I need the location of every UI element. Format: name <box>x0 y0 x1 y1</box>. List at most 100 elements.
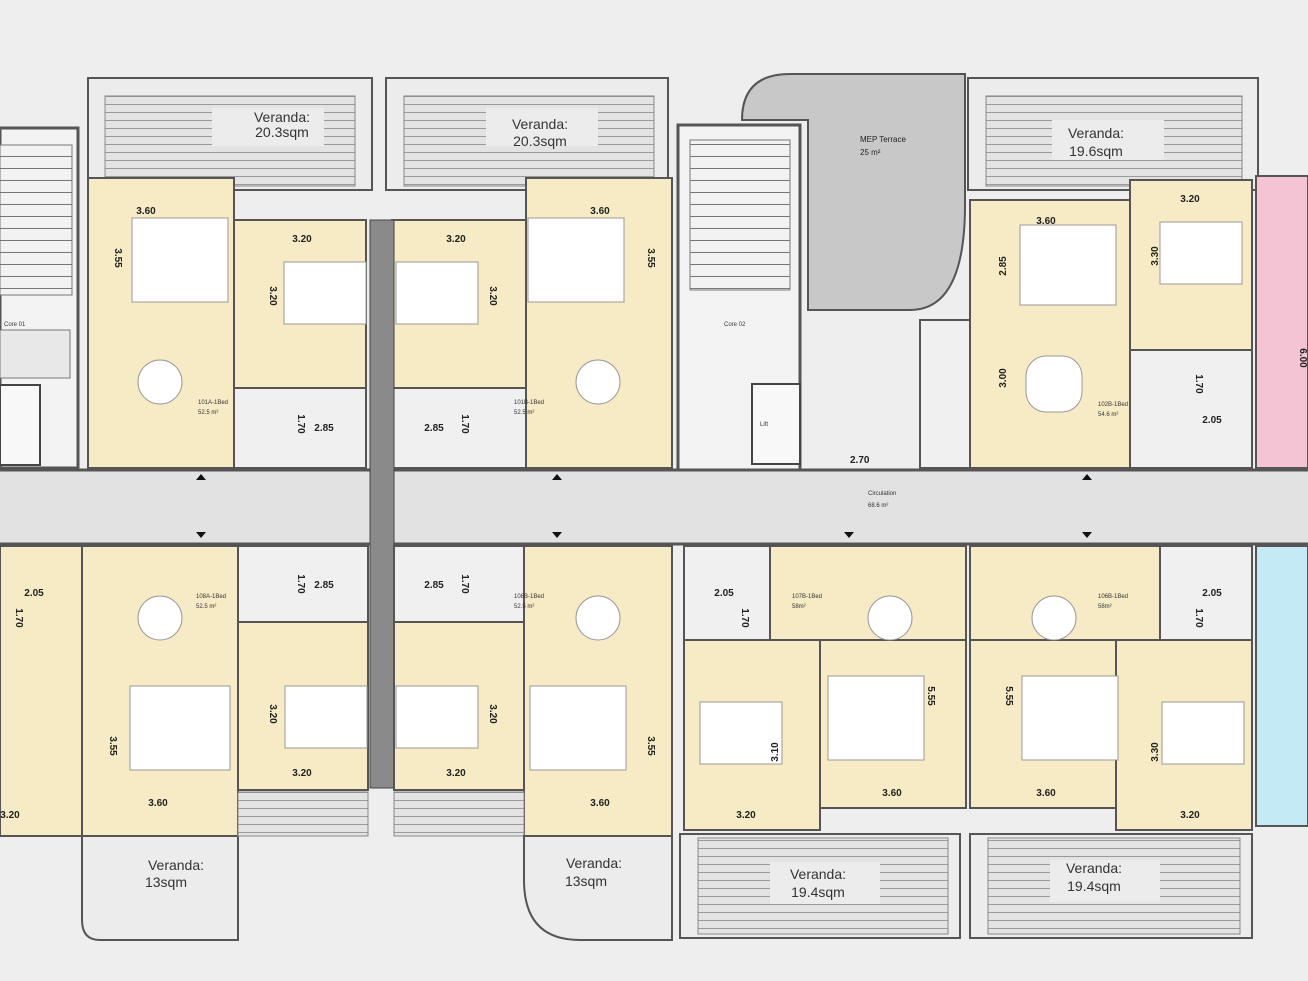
lift-label: Lift <box>760 422 768 428</box>
dim-label: 3.10 <box>770 742 781 762</box>
dim-label: 3.20 <box>446 768 466 779</box>
veranda-v6-area: 19.4sqm <box>791 884 845 900</box>
dim-label: 1.70 <box>1193 374 1204 394</box>
dim-label: 3.60 <box>590 206 610 217</box>
dim-label: 3.55 <box>645 248 656 268</box>
dim-label: 3.20 <box>1180 194 1200 205</box>
entry-arrow-icon <box>844 532 854 538</box>
veranda-v4-ext <box>237 791 369 837</box>
veranda-v6 <box>679 833 961 939</box>
veranda-v3-title: Veranda: <box>1068 125 1124 141</box>
unit-101a-name: 101A-1Bed <box>198 400 228 406</box>
dim-label: 3.20 <box>446 234 466 245</box>
veranda-v5-title: Veranda: <box>566 855 622 871</box>
veranda-v5-ext <box>393 791 525 837</box>
dim-label: 3.60 <box>148 798 168 809</box>
dim-label: 3.20 <box>1180 810 1200 821</box>
mep-terrace-title: MEP Terrace <box>860 135 906 144</box>
unit-101a-area: 52.5 m² <box>198 410 218 416</box>
dim-label: 3.55 <box>107 736 118 756</box>
unit-107b <box>683 545 967 831</box>
dim-label: 3.30 <box>1150 742 1161 762</box>
dim-label: 3.55 <box>645 736 656 756</box>
veranda-v2-area: 20.3sqm <box>513 133 567 149</box>
veranda-v3-area: 19.6sqm <box>1069 143 1123 159</box>
circulation-area: 68.6 m² <box>868 503 888 509</box>
entry-arrow-icon <box>1082 532 1092 538</box>
veranda-v6-title: Veranda: <box>790 866 846 882</box>
dim-label: 3.60 <box>590 798 610 809</box>
core-02-label: Core 02 <box>724 322 746 328</box>
veranda-v3 <box>967 77 1259 191</box>
dim-label: 1.70 <box>295 414 306 434</box>
dim-label: 3.60 <box>1036 788 1056 799</box>
dim-label: 3.60 <box>882 788 902 799</box>
dim-label: 3.20 <box>0 810 20 821</box>
dim-label: 3.30 <box>1150 246 1161 266</box>
dim-label: 3.00 <box>998 368 1009 388</box>
dim-label: 5.55 <box>1003 686 1014 706</box>
dim-label: 3.20 <box>736 810 756 821</box>
veranda-v1-title: Veranda: <box>254 109 310 125</box>
veranda-v4-area: 13sqm <box>145 874 187 890</box>
dim-label: 6.00 <box>1297 348 1308 368</box>
veranda-v1 <box>87 77 373 191</box>
dim-label: 1.70 <box>459 574 470 594</box>
unit-102b-area: 54.6 m² <box>1098 412 1118 418</box>
core-01 <box>0 126 80 470</box>
unit-101b-area: 52.5 m² <box>514 410 534 416</box>
mep-terrace <box>740 73 966 311</box>
unit-108a-name: 108A-1Bed <box>196 594 226 600</box>
core-01-label: Core 01 <box>4 322 26 328</box>
unit-101b-name: 101B-1Bed <box>514 400 544 406</box>
veranda-v7-area: 19.4sqm <box>1067 878 1121 894</box>
entry-arrow-icon <box>1082 474 1092 480</box>
veranda-v2 <box>385 77 669 191</box>
dim-label: 3.20 <box>487 704 498 724</box>
entry-arrow-icon <box>196 474 206 480</box>
entry-arrow-icon <box>552 532 562 538</box>
unit-108a-area: 52.5 m² <box>196 604 216 610</box>
dim-label: 2.05 <box>1202 415 1222 426</box>
dim-label: 1.70 <box>295 574 306 594</box>
unit-101a <box>87 177 367 469</box>
dim-label: 3.60 <box>1036 216 1056 227</box>
dim-label: 1.70 <box>13 608 24 628</box>
dim-label: 3.20 <box>292 768 312 779</box>
dim-label: 2.05 <box>1202 588 1222 599</box>
dim-label: 3.55 <box>112 248 123 268</box>
unit-102b-name: 102B-1Bed <box>1098 402 1128 408</box>
dim-label: 1.70 <box>459 414 470 434</box>
neighbor-unit-blue <box>1255 545 1308 827</box>
unit-partial-left <box>0 545 83 837</box>
veranda-v2-title: Veranda: <box>512 116 568 132</box>
dim-label: 2.85 <box>314 580 334 591</box>
dim-label: 3.20 <box>292 234 312 245</box>
dim-label: 2.85 <box>998 256 1009 276</box>
veranda-v5-area: 13sqm <box>565 873 607 889</box>
neighbor-unit-pink <box>1255 175 1308 469</box>
dim-label: 3.20 <box>267 704 278 724</box>
veranda-v7-title: Veranda: <box>1066 860 1122 876</box>
circulation-corridor <box>0 470 1308 544</box>
unit-108b <box>393 545 673 837</box>
unit-107b-name: 107B-1Bed <box>792 594 822 600</box>
core-02 <box>676 123 802 472</box>
dim-label: 2.85 <box>424 580 444 591</box>
circulation-width: 2.70 <box>850 455 870 466</box>
unit-106b-area: 58m² <box>1098 604 1112 610</box>
veranda-v1-area: 20.3sqm <box>255 124 309 140</box>
dim-label: 3.20 <box>267 286 278 306</box>
dim-label: 5.55 <box>925 686 936 706</box>
dim-label: 1.70 <box>739 608 750 628</box>
dim-label: 2.05 <box>24 588 44 599</box>
unit-108b-name: 108B-1Bed <box>514 594 544 600</box>
unit-106b <box>969 545 1253 831</box>
veranda-v4-title: Veranda: <box>148 857 204 873</box>
dim-label: 2.85 <box>314 423 334 434</box>
circulation-title: Circulation <box>868 491 896 497</box>
dim-label: 2.05 <box>714 588 734 599</box>
unit-108b-area: 52.5 m² <box>514 604 534 610</box>
entry-arrow-icon <box>552 474 562 480</box>
